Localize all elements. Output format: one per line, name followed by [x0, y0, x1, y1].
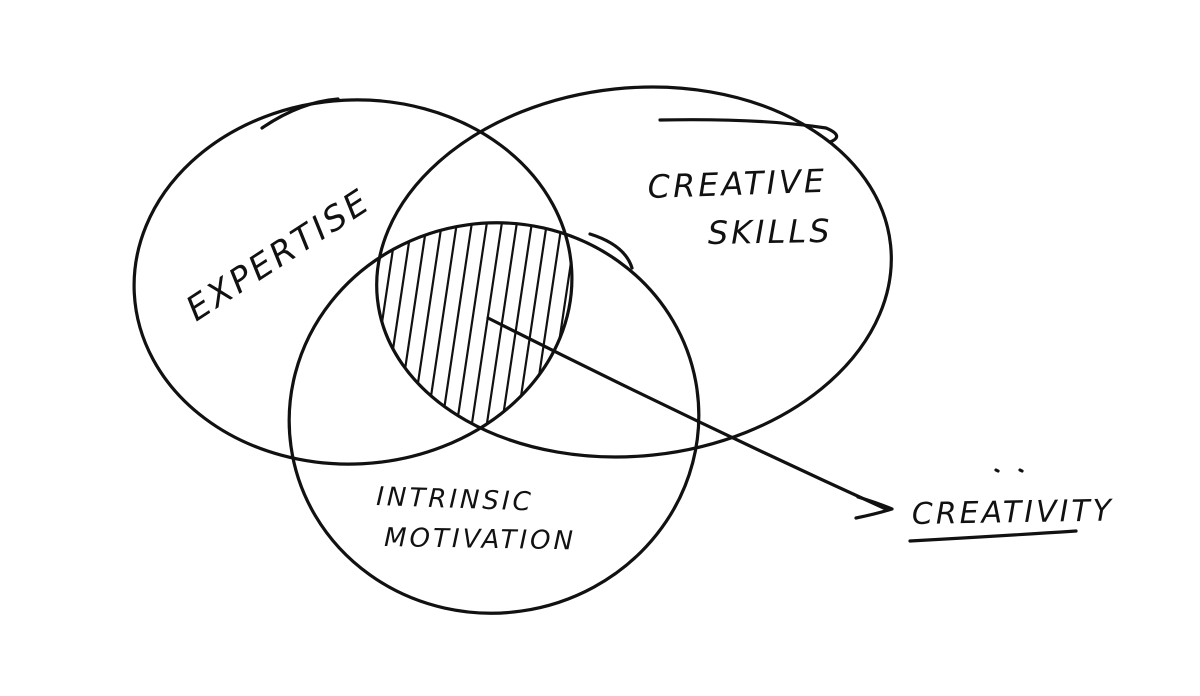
hatch-line	[451, 220, 489, 452]
hatch-line	[358, 220, 384, 452]
hatch-line	[526, 220, 564, 452]
hatch-line	[588, 222, 622, 450]
hatch-line	[406, 220, 444, 452]
intrinsic-label-line1: INTRINSIC	[376, 482, 534, 517]
hatch-line	[481, 220, 519, 452]
hatch-line	[318, 222, 352, 450]
creativity-output: CREATIVITY	[908, 468, 1115, 543]
hatch-line	[571, 220, 582, 452]
motivation-label-line2: MOTIVATION	[384, 523, 576, 556]
creative-skills-label-line2: SKILLS	[707, 212, 832, 252]
creativity-label: CREATIVITY	[912, 493, 1115, 532]
creativity-arrow	[486, 316, 894, 520]
hatch-line	[511, 220, 549, 452]
hatch-line	[358, 220, 369, 452]
hatch-line	[436, 220, 474, 452]
intrinsic-motivation-circle	[287, 221, 701, 615]
hatch-line	[466, 220, 504, 452]
hatch-line	[556, 220, 582, 452]
creative-skills-label-line1: CREATIVE	[647, 162, 828, 206]
hatch-line	[421, 220, 459, 452]
creativity-underline	[908, 529, 1078, 543]
creative-skills-circle	[375, 85, 893, 459]
expertise-label: EXPERTISE	[179, 181, 378, 330]
ink-dots	[994, 468, 1024, 473]
expertise-circle	[132, 97, 574, 466]
hatch-line	[541, 220, 579, 452]
hatch-line	[391, 220, 429, 452]
intersection-hatch	[318, 220, 622, 452]
